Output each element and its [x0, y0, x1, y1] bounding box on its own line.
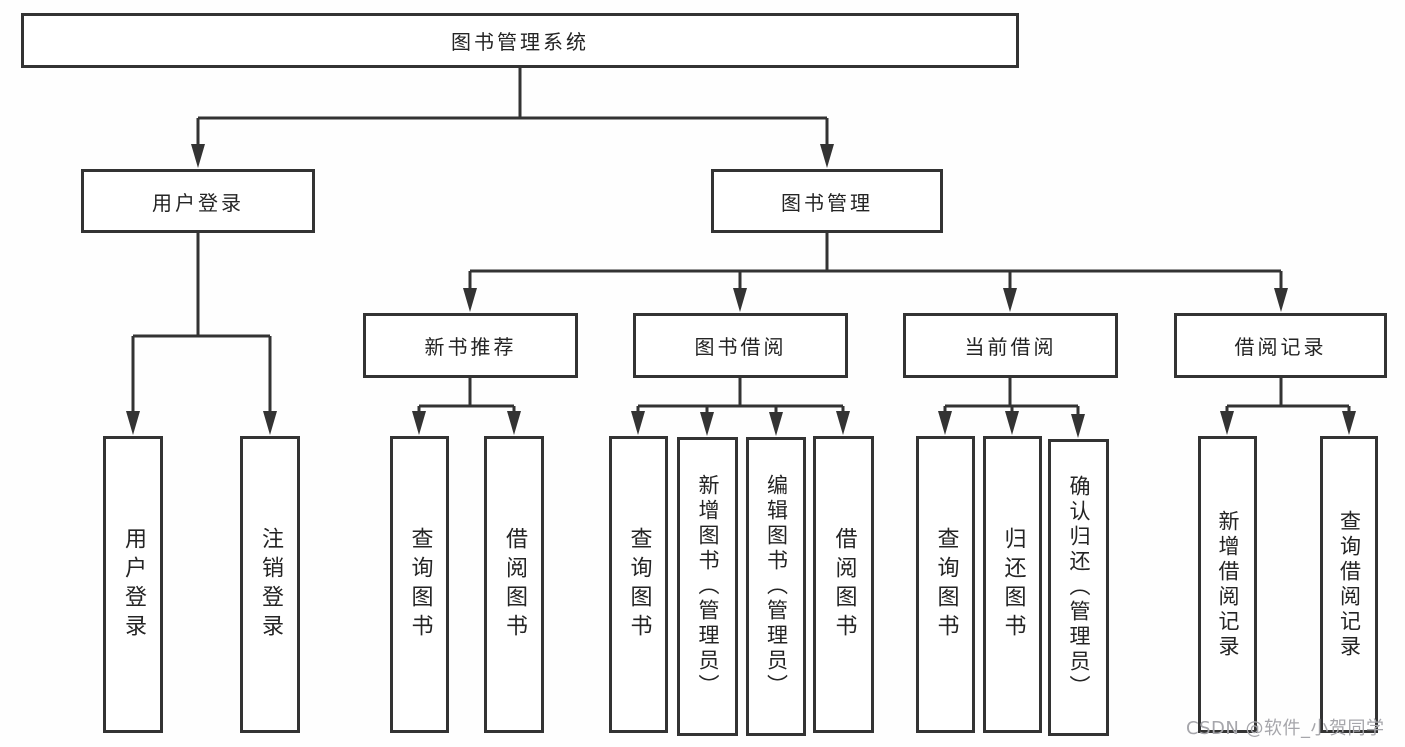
- leaf-query-books-borrowing: 查询图书: [609, 436, 668, 733]
- leaf-logout-label: 注销登录: [258, 526, 283, 643]
- leaf-user-login-label: 用户登录: [121, 526, 146, 643]
- leaf-borrow-books-borrowing-label: 借阅图书: [831, 526, 857, 643]
- leaf-add-borrow-record: 新增借阅记录: [1198, 436, 1257, 733]
- leaf-query-borrow-record: 查询借阅记录: [1320, 436, 1378, 733]
- leaf-borrow-books-recommend: 借阅图书: [484, 436, 544, 733]
- leaf-add-borrow-record-label: 新增借阅记录: [1216, 509, 1240, 660]
- leaf-add-book-admin-label: 新增图书（管理员）: [696, 474, 720, 699]
- node-book-borrowing: 图书借阅: [633, 313, 848, 378]
- node-current-borrowing: 当前借阅: [903, 313, 1118, 378]
- leaf-add-book-admin: 新增图书（管理员）: [677, 437, 738, 736]
- leaf-query-books-recommend: 查询图书: [390, 436, 449, 733]
- leaf-return-books: 归还图书: [983, 436, 1042, 733]
- node-book-management: 图书管理: [711, 169, 943, 233]
- leaf-user-login: 用户登录: [103, 436, 163, 733]
- node-library-system: 图书管理系统: [21, 13, 1019, 68]
- leaf-confirm-return-admin-label: 确认归还（管理员）: [1067, 475, 1091, 700]
- leaf-query-books-recommend-label: 查询图书: [407, 526, 433, 643]
- node-borrow-records: 借阅记录: [1174, 313, 1387, 378]
- leaf-return-books-label: 归还图书: [1000, 526, 1026, 643]
- leaf-confirm-return-admin: 确认归还（管理员）: [1048, 439, 1109, 736]
- node-user-login: 用户登录: [81, 169, 315, 233]
- leaf-edit-book-admin-label: 编辑图书（管理员）: [764, 474, 789, 699]
- leaf-query-borrow-record-label: 查询借阅记录: [1337, 509, 1362, 660]
- leaf-edit-book-admin: 编辑图书（管理员）: [746, 437, 806, 736]
- csdn-watermark: CSDN @软件_小贺同学: [1186, 718, 1385, 739]
- leaf-query-books-current-label: 查询图书: [933, 526, 959, 643]
- leaf-query-books-borrowing-label: 查询图书: [626, 526, 652, 643]
- leaf-borrow-books-borrowing: 借阅图书: [813, 436, 874, 733]
- leaf-borrow-books-recommend-label: 借阅图书: [502, 526, 527, 643]
- leaf-logout: 注销登录: [240, 436, 300, 733]
- leaf-query-books-current: 查询图书: [916, 436, 975, 733]
- node-new-book-recommend: 新书推荐: [363, 313, 578, 378]
